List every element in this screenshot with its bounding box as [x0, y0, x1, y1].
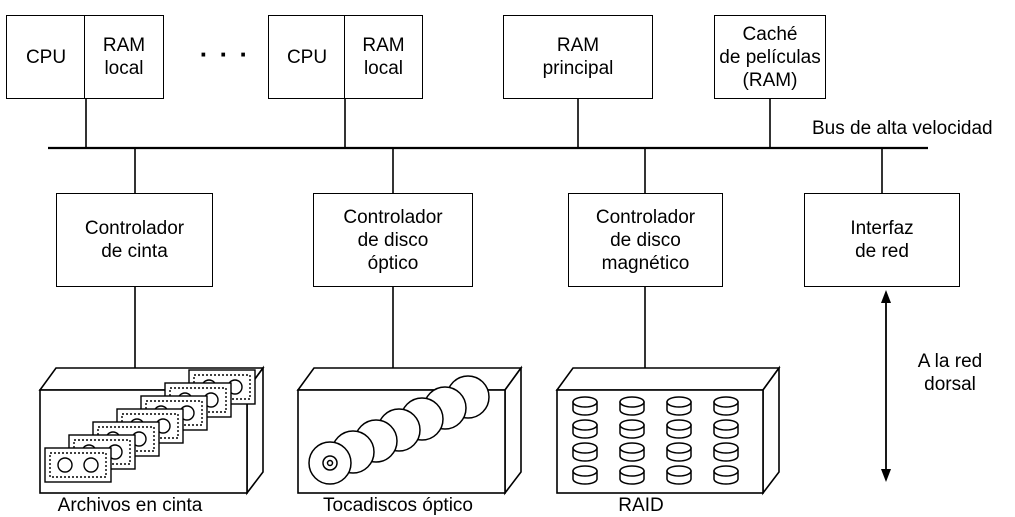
cpu-box-1: CPU — [6, 15, 86, 99]
disk-drive-icon — [619, 465, 645, 485]
backbone-label: A la red dorsal — [917, 351, 983, 395]
disk-drive-icon — [572, 442, 598, 462]
optical-jukebox-label: Tocadiscos óptico — [323, 495, 473, 516]
raid-label: RAID — [618, 495, 664, 516]
network-interface-box: Interfaz de red — [804, 193, 960, 287]
main-ram-box: RAM principal — [503, 15, 653, 99]
backbone-arrow — [881, 290, 891, 482]
movie-cache-box: Caché de películas (RAM) — [714, 15, 826, 99]
disk-drive-icon — [619, 419, 645, 439]
optical-jukebox-device — [296, 365, 523, 496]
ellipsis: · · · — [199, 39, 251, 69]
disk-drive-icon — [666, 465, 692, 485]
tape-cassette-icon — [44, 447, 112, 483]
bus-label: Bus de alta velocidad — [812, 118, 993, 139]
disk-drive-icon — [572, 396, 598, 416]
disk-drive-icon — [713, 465, 739, 485]
disk-drive-icon — [619, 442, 645, 462]
disk-drive-icon — [713, 419, 739, 439]
cpu-box-2: CPU — [268, 15, 346, 99]
raid-device — [555, 365, 781, 496]
disk-drive-icon — [666, 419, 692, 439]
tape-controller-box: Controlador de cinta — [56, 193, 213, 287]
optical-disc-icon — [308, 441, 352, 485]
magnetic-disk-controller-box: Controlador de disco magnético — [568, 193, 723, 287]
disk-drive-icon — [713, 396, 739, 416]
disk-drive-icon — [572, 465, 598, 485]
disk-drive-icon — [713, 442, 739, 462]
optical-disk-controller-box: Controlador de disco óptico — [313, 193, 473, 287]
tape-archive-device — [38, 365, 265, 496]
local-ram-box-2: RAM local — [344, 15, 423, 99]
disk-drive-icon — [666, 442, 692, 462]
local-ram-box-1: RAM local — [84, 15, 164, 99]
disk-drive-icon — [619, 396, 645, 416]
disk-drive-icon — [666, 396, 692, 416]
disk-drive-icon — [572, 419, 598, 439]
tape-archive-label: Archivos en cinta — [57, 495, 203, 516]
